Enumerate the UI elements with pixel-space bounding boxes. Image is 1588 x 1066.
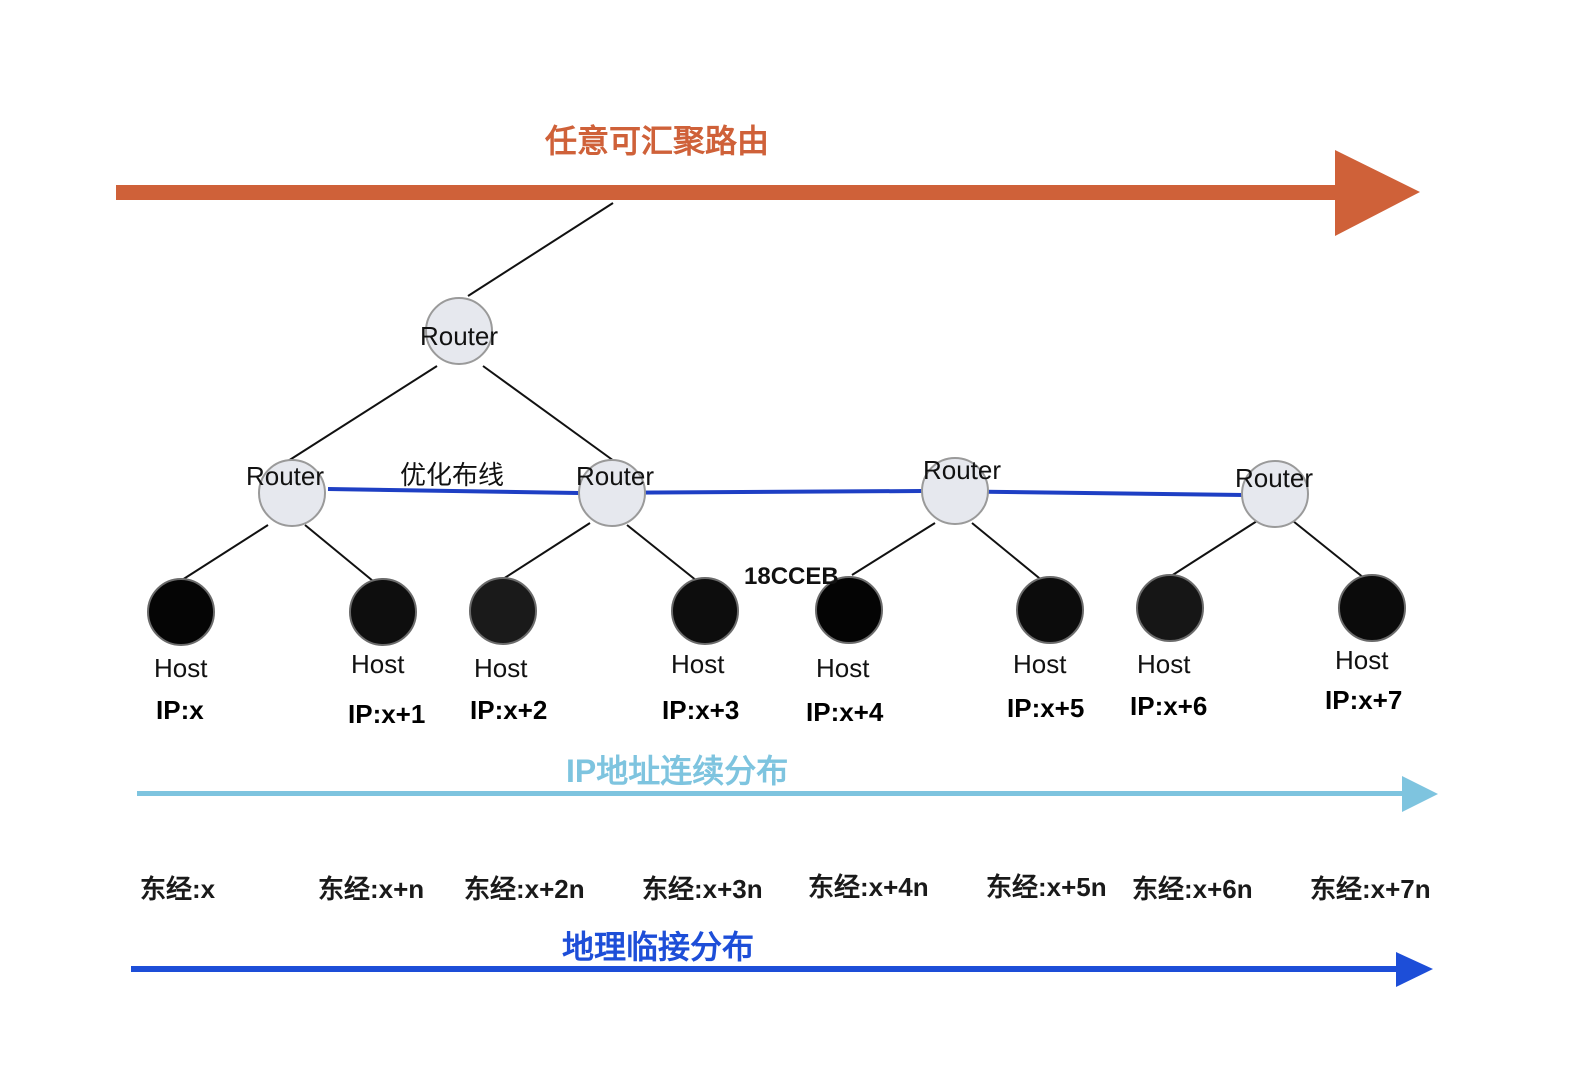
host-7-longitude: 东经:x+6n <box>1132 874 1253 904</box>
ip-continuous-label: IP地址连续分布 <box>566 753 788 789</box>
link-r3-host5 <box>851 522 936 576</box>
color-code-label: 18CCEB <box>744 563 839 590</box>
ip-continuous-arrow <box>137 776 1438 812</box>
host-8-label: Host <box>1335 645 1389 675</box>
aggregatable-routing-arrow-head <box>1335 150 1420 236</box>
host-2-label: Host <box>351 649 405 679</box>
host-7-ip: IP:x+6 <box>1130 691 1207 721</box>
router-4-label: Router <box>1235 463 1313 493</box>
host-1-longitude: 东经:x <box>140 874 216 904</box>
host-3-label: Host <box>474 653 528 683</box>
link-r2-host4 <box>626 524 698 582</box>
host-2-longitude: 东经:x+n <box>318 874 424 904</box>
optimized-wiring-line <box>327 487 1245 497</box>
link-r3-host6 <box>971 522 1045 583</box>
router-3-label: Router <box>923 455 1001 485</box>
host-1-ip: IP:x <box>156 695 204 725</box>
tree-links <box>181 202 1365 583</box>
link-root-r2 <box>482 365 615 462</box>
host-6-ip: IP:x+5 <box>1007 693 1084 723</box>
router-2-label: Router <box>576 461 654 491</box>
geo-adjacent-arrow-shaft <box>131 966 1399 972</box>
host-4-ip: IP:x+3 <box>662 695 739 725</box>
link-r4-host8 <box>1292 520 1365 579</box>
host-6-label: Host <box>1013 649 1067 679</box>
host-8-ip: IP:x+7 <box>1325 685 1402 715</box>
router-root-node <box>425 297 493 365</box>
host-4-node <box>671 577 739 645</box>
host-3-ip: IP:x+2 <box>470 695 547 725</box>
link-r1-host2 <box>304 524 374 582</box>
geo-adjacent-arrow-head <box>1396 952 1433 987</box>
geo-adjacent-label: 地理临接分布 <box>562 929 754 965</box>
host-2-node <box>349 578 417 646</box>
host-5-ip: IP:x+4 <box>806 697 884 727</box>
host-4-longitude: 东经:x+3n <box>642 874 763 904</box>
link-r1-host1 <box>181 524 269 581</box>
router-4-node <box>1241 460 1309 528</box>
host-3-node <box>469 577 537 645</box>
routers <box>258 297 1309 528</box>
geo-adjacent-arrow <box>131 952 1433 987</box>
host-2-ip: IP:x+1 <box>348 699 425 729</box>
router-3-node <box>921 457 989 525</box>
aggregatable-routing-label: 任意可汇聚路由 <box>545 123 769 159</box>
host-3-longitude: 东经:x+2n <box>464 874 585 904</box>
host-1-label: Host <box>154 653 208 683</box>
hosts <box>147 574 1406 646</box>
router-2-node <box>578 459 646 527</box>
uplink-line <box>467 202 614 297</box>
host-8-node <box>1338 574 1406 642</box>
host-6-longitude: 东经:x+5n <box>986 872 1107 902</box>
aggregatable-routing-arrow <box>116 150 1420 236</box>
host-8-longitude: 东经:x+7n <box>1310 874 1431 904</box>
host-5-longitude: 东经:x+4n <box>808 872 929 902</box>
router-1-node <box>258 459 326 527</box>
link-root-r1 <box>287 365 438 462</box>
link-r2-host3 <box>502 522 591 580</box>
ip-continuous-arrow-head <box>1402 776 1438 812</box>
router-root-label: Router <box>420 321 498 351</box>
host-1-node <box>147 578 215 646</box>
link-r4-host7 <box>1167 520 1258 579</box>
host-7-node <box>1136 574 1204 642</box>
host-5-label: Host <box>816 653 870 683</box>
optimized-wiring-label: 优化布线 <box>400 460 504 490</box>
host-5-node <box>815 576 883 644</box>
host-4-label: Host <box>671 649 725 679</box>
router-1-label: Router <box>246 461 324 491</box>
ip-continuous-arrow-shaft <box>137 791 1405 796</box>
aggregatable-routing-arrow-shaft <box>116 185 1341 200</box>
host-6-node <box>1016 576 1084 644</box>
host-7-label: Host <box>1137 649 1191 679</box>
